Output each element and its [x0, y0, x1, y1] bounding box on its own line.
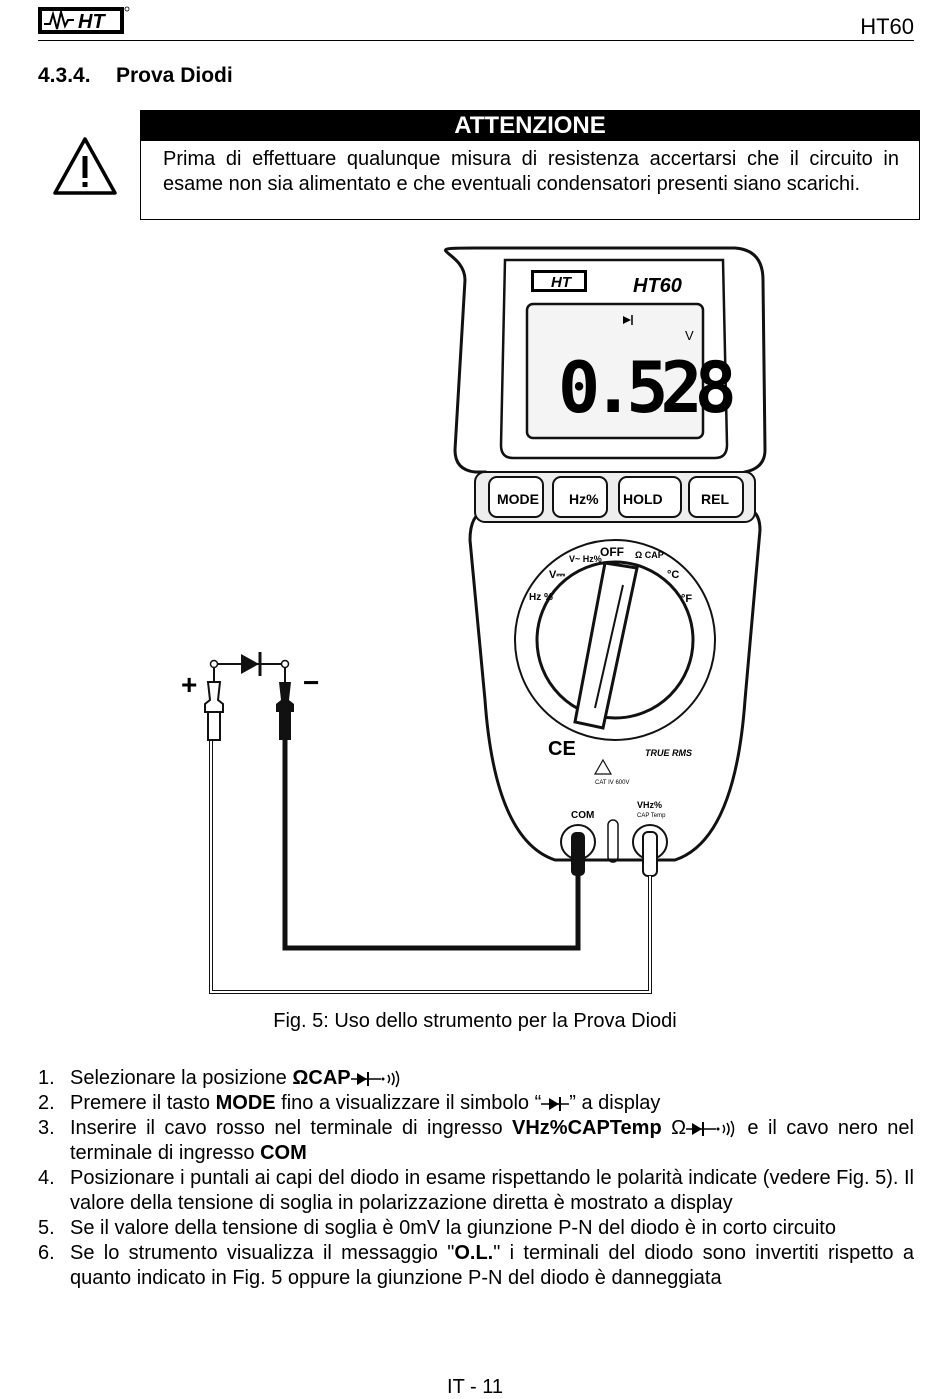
terminal-com-label: COM	[571, 810, 594, 821]
dial-fahrenheit: °F	[681, 593, 692, 605]
steps-list: 1.Selezionare la posizione ΩCAP 2.Premer…	[38, 1066, 914, 1291]
button-hold: HOLD	[623, 491, 663, 507]
section-title-text: Prova Diodi	[116, 64, 233, 87]
step-item: 5.Se il valore della tensione di soglia …	[38, 1217, 836, 1239]
multimeter-figure: HT HT60 0.528 V MODE Hz% HOLD REL OFF V~…	[181, 246, 767, 994]
step-item: 2.Premere il tasto MODE fino a visualizz…	[38, 1092, 661, 1114]
model-name: HT60	[860, 14, 914, 39]
terminal-v-label: VHz%	[637, 800, 662, 810]
step-item: 1.Selezionare la posizione ΩCAP	[38, 1066, 914, 1091]
diode-continuity-icon	[686, 1120, 735, 1138]
button-mode: MODE	[497, 491, 539, 507]
meter-brand: HT	[551, 274, 573, 291]
warning-heading: ATTENZIONE	[141, 111, 919, 141]
diode-under-test	[209, 652, 290, 676]
display-diode-icon	[623, 315, 633, 325]
section-title: 4.3.4. Prova Diodi	[38, 64, 233, 88]
red-probe	[204, 664, 224, 741]
logo-text: HT	[78, 11, 106, 33]
terminal-v-sub: CAP Temp	[637, 813, 666, 819]
dial-off: OFF	[600, 545, 624, 559]
button-hz: Hz%	[569, 491, 599, 507]
header-rule	[38, 40, 914, 41]
dial-vdc: V⎓	[549, 569, 565, 581]
step-item: 6.Se lo strumento visualizza il messaggi…	[38, 1242, 915, 1289]
step-item: 3.Inserire il cavo rosso nel terminale d…	[38, 1117, 914, 1164]
warning-text: Prima di effettuare qualunque misura di …	[163, 148, 899, 195]
dial-celsius: °C	[667, 569, 679, 581]
dial-vac: V~ Hz%	[569, 554, 602, 564]
meter-buttons: MODE Hz% HOLD REL	[488, 476, 744, 518]
warning-box: ATTENZIONE Prima di effettuare qualunque…	[140, 110, 920, 220]
step-item: 4.Posizionare i puntali ai capi del diod…	[38, 1167, 914, 1214]
cat-warning-icon	[593, 758, 613, 775]
button-rel: REL	[701, 491, 729, 507]
positive-sign: +	[181, 669, 197, 700]
rotary-dial: OFF V~ Hz% V⎓ Hz % °C °F Ω CAP	[514, 539, 716, 741]
meter-model: HT60	[633, 275, 682, 297]
page-number: IT - 11	[447, 1376, 503, 1398]
cat-rating: CAT IV 600V	[595, 780, 629, 786]
ht-logo: HT	[38, 6, 130, 34]
diode-icon	[541, 1096, 570, 1111]
black-cable	[282, 740, 581, 951]
display-value: 0.528	[558, 347, 733, 429]
red-plug	[642, 831, 658, 877]
true-rms-label: TRUE RMS	[645, 748, 692, 758]
diode-continuity-icon	[350, 1070, 399, 1088]
ce-mark: CE	[548, 738, 576, 760]
figure-caption: Fig. 5: Uso dello strumento per la Prova…	[273, 1010, 677, 1032]
warning-triangle-icon	[53, 137, 117, 195]
display-unit: V	[685, 328, 694, 343]
black-plug	[571, 832, 585, 876]
black-probe	[276, 664, 294, 740]
dial-ohm-cap: Ω CAP	[635, 550, 664, 560]
negative-sign: −	[303, 667, 319, 698]
section-number: 4.3.4.	[38, 64, 91, 87]
red-cable	[210, 740, 651, 993]
dial-hz: Hz %	[529, 592, 553, 603]
